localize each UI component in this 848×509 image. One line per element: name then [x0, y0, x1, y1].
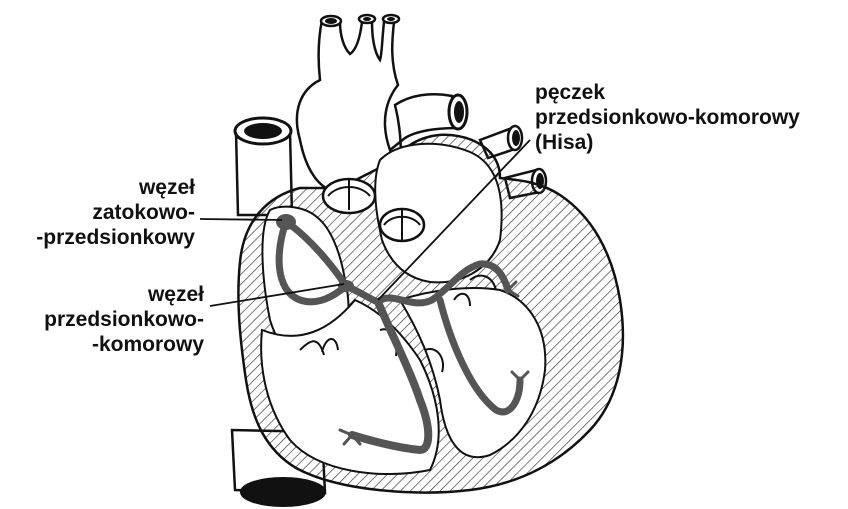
sa-node-label: węzeł zatokowo- -przedsionkowy [36, 175, 195, 250]
leader-line-sa-node [200, 219, 282, 220]
bundle-his-label-line-1: pęczek [535, 80, 800, 105]
bundle-his-label-line-2: przedsionkowo-komorowy [535, 105, 800, 130]
bundle-his-label: pęczek przedsionkowo-komorowy (Hisa) [535, 80, 800, 155]
av-node-label: węzeł przedsionkowo- -komorowy [44, 282, 204, 357]
av-node-label-line-2: przedsionkowo- [44, 307, 204, 332]
sa-node-label-line-1: węzeł [36, 175, 195, 200]
sa-node-label-line-2: zatokowo- [36, 200, 195, 225]
bundle-his-label-line-3: (Hisa) [535, 130, 800, 155]
av-node-label-line-3: -komorowy [44, 332, 204, 357]
av-node-label-line-1: węzeł [44, 282, 204, 307]
sa-node-label-line-3: -przedsionkowy [36, 225, 195, 250]
